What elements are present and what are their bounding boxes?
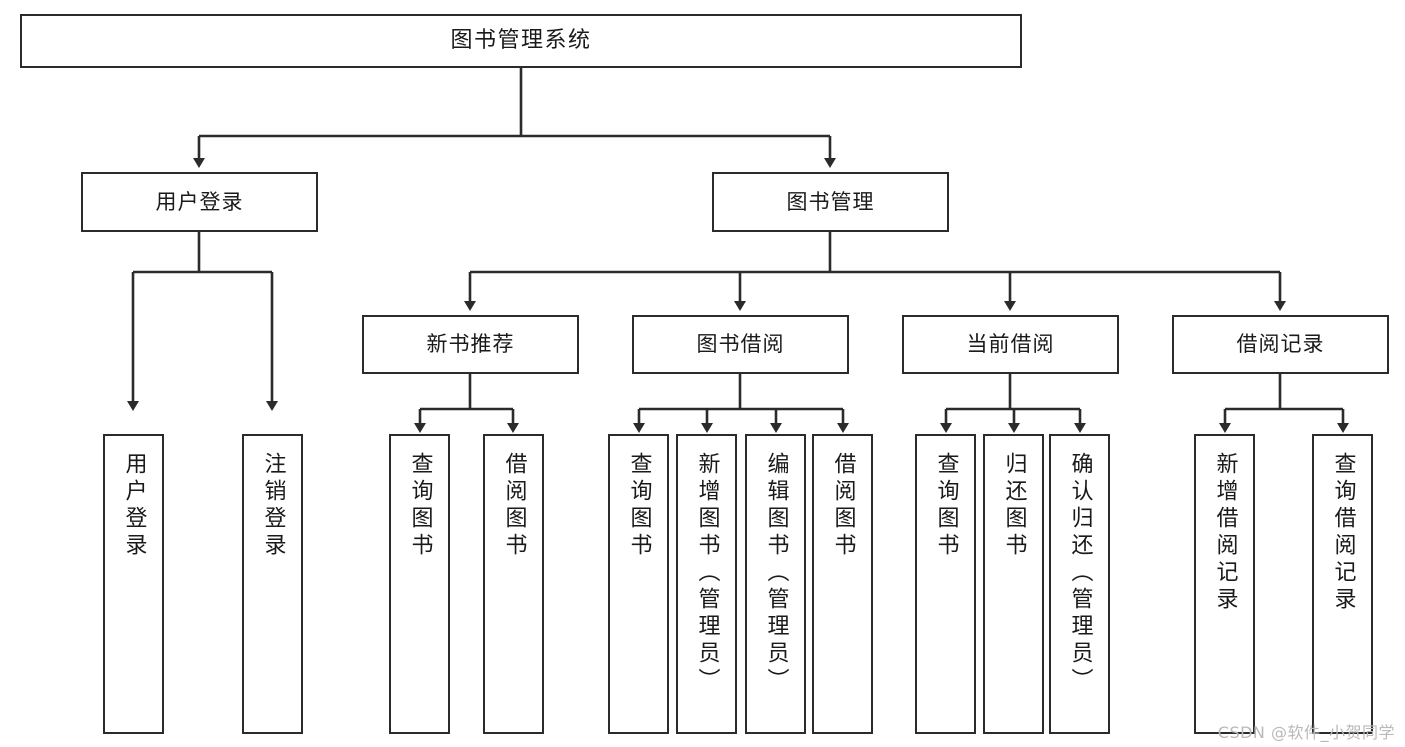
leaf-edit-book-admin[interactable]: 编辑图书（管理员） [745, 434, 806, 734]
node-label: 新书推荐 [426, 332, 515, 357]
node-label: 查询图书 [407, 452, 433, 560]
leaf-return-book[interactable]: 归还图书 [983, 434, 1044, 734]
leaf-query-borrow-record[interactable]: 查询借阅记录 [1312, 434, 1373, 734]
node-label: 查询图书 [626, 452, 652, 560]
node-label: 查询图书 [933, 452, 959, 560]
node-label: 图书借阅 [696, 332, 785, 357]
node-label: 新增借阅记录 [1212, 452, 1238, 614]
watermark-text: CSDN @软件_小贺同学 [1217, 723, 1395, 742]
node-label: 确认归还（管理员） [1067, 452, 1093, 695]
node-new-book-recommend[interactable]: 新书推荐 [362, 315, 579, 374]
leaf-confirm-return-admin[interactable]: 确认归还（管理员） [1049, 434, 1110, 734]
leaf-query-book-current[interactable]: 查询图书 [915, 434, 976, 734]
node-label: 当前借阅 [966, 332, 1055, 357]
node-root-book-management-system[interactable]: 图书管理系统 [20, 14, 1022, 68]
node-label: 查询借阅记录 [1330, 452, 1356, 614]
node-label: 注销登录 [260, 452, 286, 560]
node-label: 图书管理 [786, 189, 875, 214]
node-user-login[interactable]: 用户登录 [81, 172, 318, 232]
node-book-borrow[interactable]: 图书借阅 [632, 315, 849, 374]
node-book-management[interactable]: 图书管理 [712, 172, 949, 232]
node-label: 用户登录 [155, 189, 244, 214]
leaf-user-login[interactable]: 用户登录 [103, 434, 164, 734]
leaf-borrow-book-recommend[interactable]: 借阅图书 [483, 434, 544, 734]
node-label: 编辑图书（管理员） [763, 452, 789, 695]
leaf-add-book-admin[interactable]: 新增图书（管理员） [676, 434, 737, 734]
leaf-query-book-borrow[interactable]: 查询图书 [608, 434, 669, 734]
leaf-add-borrow-record[interactable]: 新增借阅记录 [1194, 434, 1255, 734]
node-current-borrow[interactable]: 当前借阅 [902, 315, 1119, 374]
leaf-logout[interactable]: 注销登录 [242, 434, 303, 734]
leaf-query-book-recommend[interactable]: 查询图书 [389, 434, 450, 734]
node-label: 借阅记录 [1236, 332, 1325, 357]
node-borrow-record[interactable]: 借阅记录 [1172, 315, 1389, 374]
leaf-borrow-book[interactable]: 借阅图书 [812, 434, 873, 734]
node-label: 归还图书 [1001, 452, 1027, 560]
node-label: 借阅图书 [501, 452, 527, 560]
node-label: 借阅图书 [830, 452, 856, 560]
node-label: 图书管理系统 [450, 28, 592, 54]
node-label: 新增图书（管理员） [694, 452, 720, 695]
node-label: 用户登录 [121, 452, 147, 560]
